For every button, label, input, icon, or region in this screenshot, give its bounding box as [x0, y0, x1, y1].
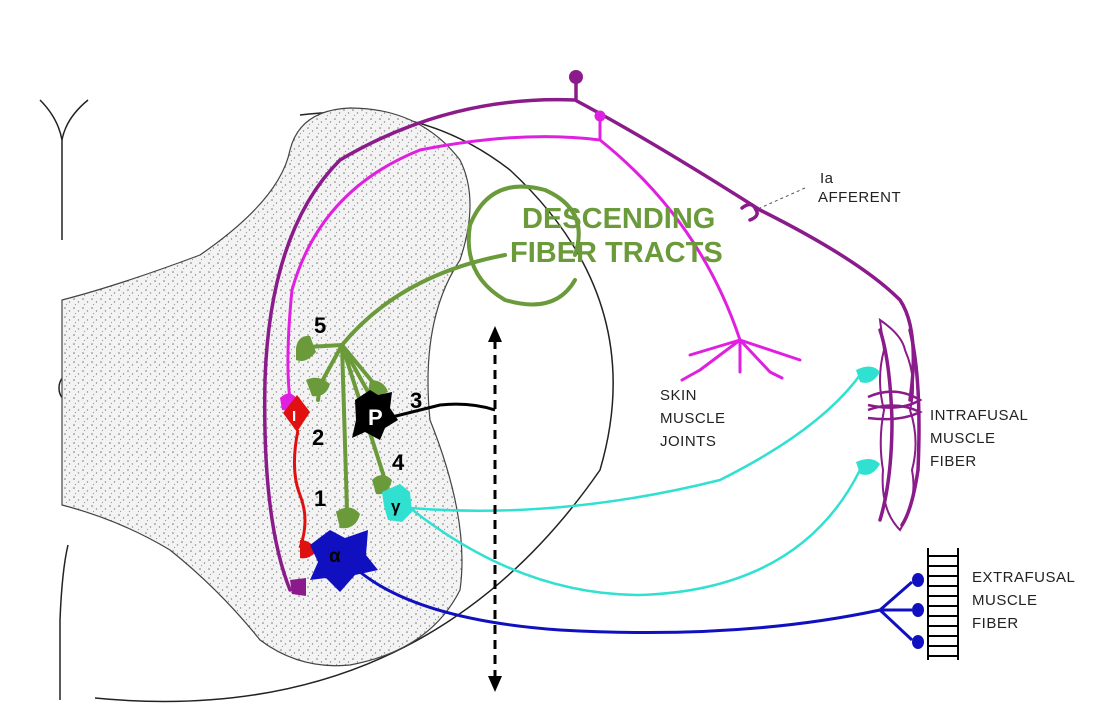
number-4: 4 [392, 450, 405, 475]
ia-interneuron-terminal [300, 540, 316, 559]
skin-label-line2: MUSCLE [660, 410, 726, 427]
skin-ganglion-cell [594, 110, 606, 122]
ia-label-line2: AFFERENT [818, 189, 901, 206]
terminal-3 [368, 380, 388, 395]
arrow-head-up [488, 326, 502, 342]
extrafusal-label-line3: FIBER [972, 615, 1019, 632]
skin-afferent [286, 116, 802, 402]
arrow-head-down [488, 676, 502, 692]
ia-interneuron-letter: I [292, 408, 296, 425]
intrafusal-label-line2: MUSCLE [930, 430, 996, 447]
number-2: 2 [312, 425, 324, 450]
alpha-axon [359, 570, 914, 642]
intrafusal-label-line1: INTRAFUSAL [930, 407, 1028, 424]
ia-terminal [290, 578, 306, 596]
skin-label-line3: JOINTS [660, 433, 716, 450]
gamma-cell [382, 484, 412, 522]
descending-label-line2: FIBER TRACTS [510, 237, 723, 269]
gamma-letter: γ [391, 497, 401, 516]
descending-label-line1: DESCENDING [522, 203, 715, 235]
ia-label-line1: Ia [820, 170, 834, 187]
intrafusal-rings [867, 390, 923, 421]
segmental-arrow [488, 326, 502, 692]
number-1: 1 [314, 486, 326, 511]
gamma-terminal-upper [856, 366, 880, 383]
skin-label-line1: SKIN [660, 387, 697, 404]
extrafusal-fiber [927, 548, 959, 660]
gamma-axon [409, 374, 862, 597]
ia-leader-line [759, 187, 806, 209]
extrafusal-label-line2: MUSCLE [972, 592, 1038, 609]
ia-interneuron-axon [292, 429, 307, 549]
alpha-letter: α [329, 546, 341, 567]
propriospinal-letter: P [368, 405, 383, 430]
alpha-endplates [912, 573, 924, 649]
extrafusal-label-line1: EXTRAFUSAL [972, 569, 1075, 586]
intrafusal-fiber-outline [878, 317, 917, 532]
intrafusal-label-line3: FIBER [930, 453, 977, 470]
terminal-4 [372, 475, 392, 495]
number-5: 5 [314, 313, 326, 338]
propriospinal-cell [352, 390, 398, 440]
terminal-1 [336, 507, 360, 529]
terminal-5 [296, 335, 316, 361]
ia-ganglion-cell [569, 70, 583, 84]
descending-terminals [296, 335, 392, 529]
gamma-terminal-lower [856, 458, 880, 475]
terminal-2 [306, 377, 330, 397]
ia-interneuron-cell [283, 395, 310, 432]
number-3: 3 [410, 388, 422, 413]
alpha-cell [310, 530, 378, 592]
propriospinal-axon [387, 402, 496, 420]
